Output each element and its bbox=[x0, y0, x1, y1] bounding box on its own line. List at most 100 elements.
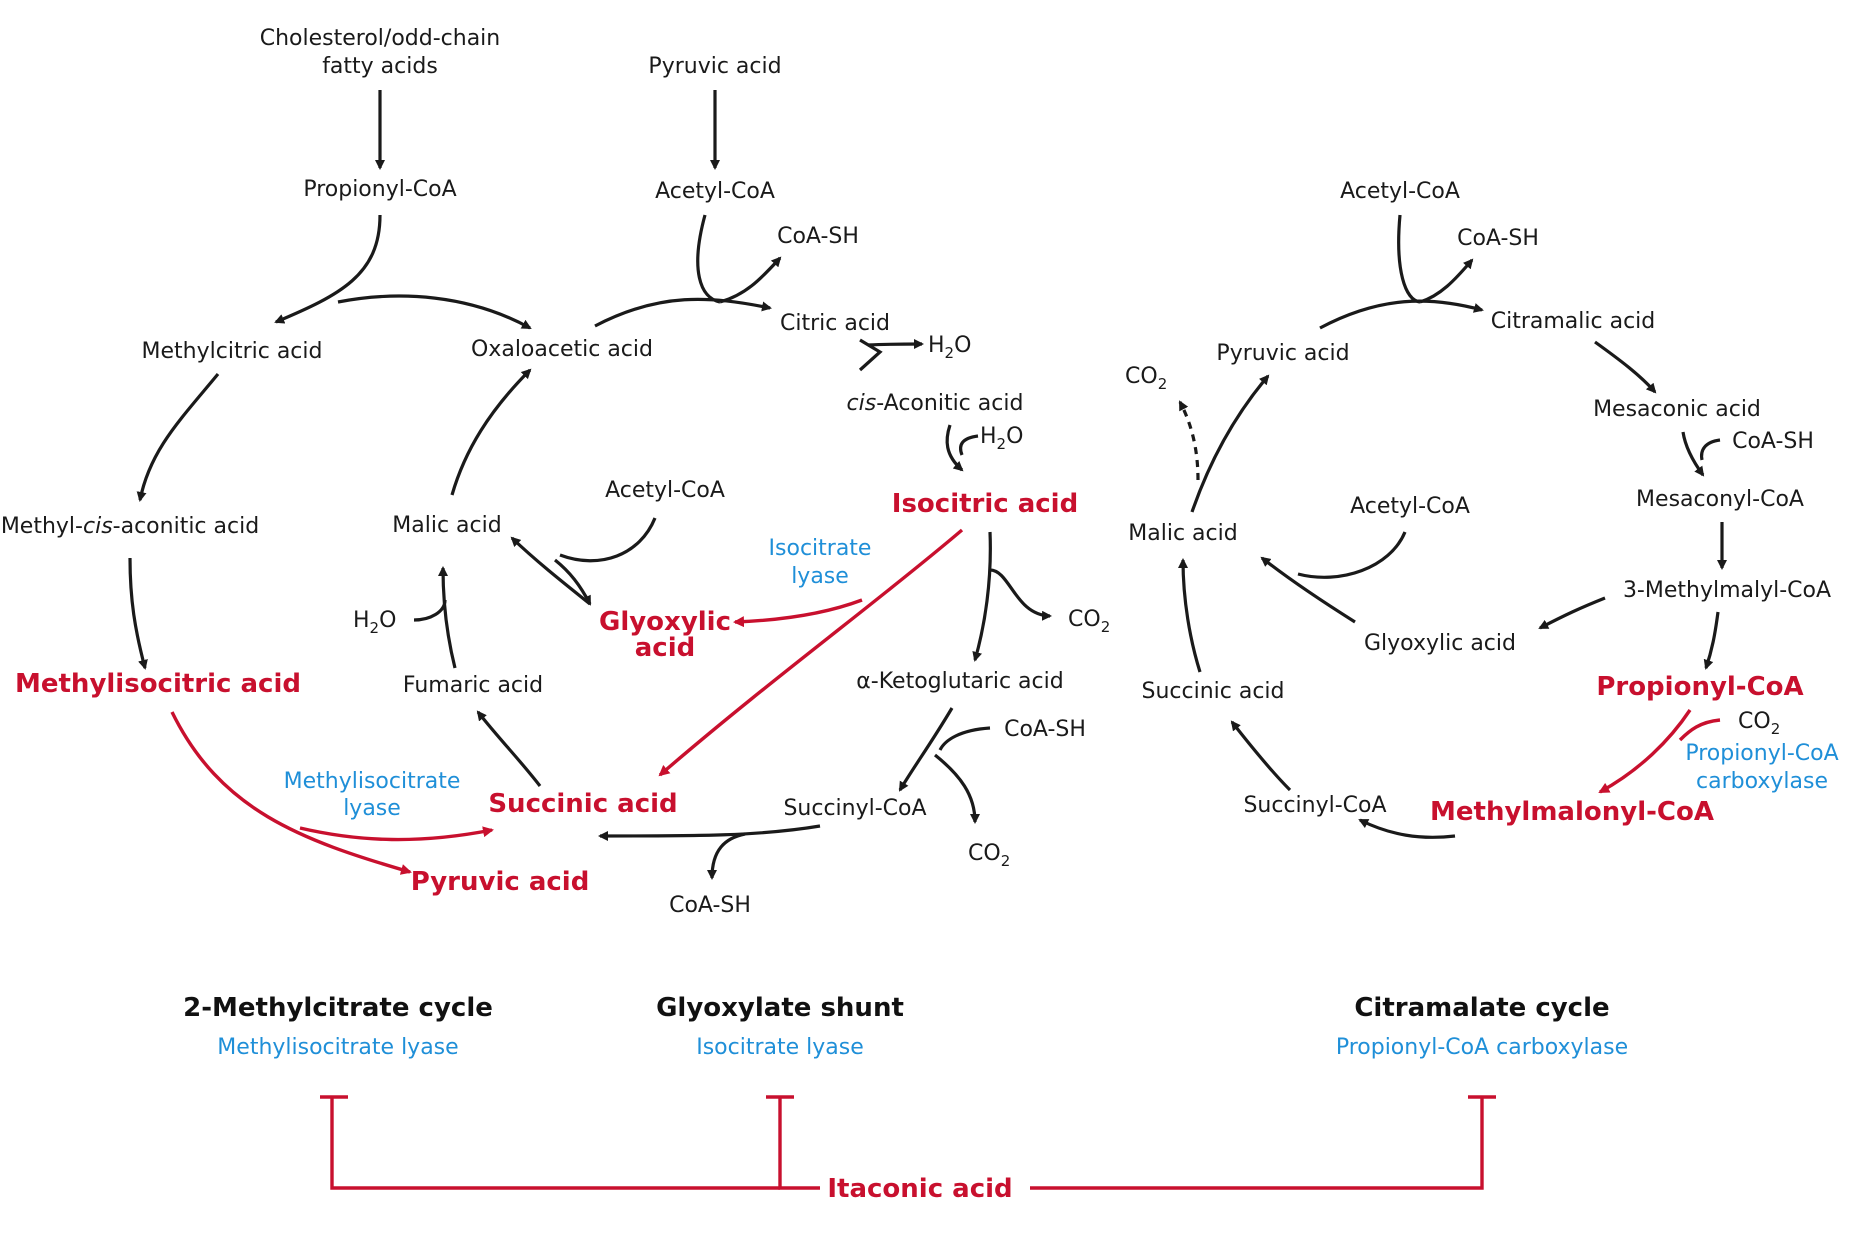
co2-1-label: CO2 bbox=[1068, 607, 1110, 636]
arrow-methylmalyl-to-glyoxylic bbox=[1538, 596, 1606, 630]
pyruvic-acid-product-label: Pyruvic acid bbox=[411, 867, 590, 897]
isocitrate-lyase-label-2: lyase bbox=[791, 564, 849, 589]
glyoxylic-acid-citramalate-label: Glyoxylic acid bbox=[1364, 631, 1516, 656]
pyruvic-acid-top-label: Pyruvic acid bbox=[648, 54, 781, 79]
acetyl-coa-shunt-label: Acetyl-CoA bbox=[605, 478, 725, 503]
cycle1-title: 2-Methylcitrate cycle bbox=[183, 993, 493, 1023]
methyl-cis-aconitic-label: Methyl-cis-aconitic acid bbox=[1, 514, 259, 539]
arrow-isocitric-to-alpha-ketoglutaric bbox=[972, 531, 992, 662]
citramalate-coa-sh-top-label: CoA-SH bbox=[1457, 226, 1539, 251]
arrow-acetyl-shunt-into-malic bbox=[559, 517, 657, 563]
arrow-add-coa-sh-citramalate bbox=[1699, 438, 1721, 461]
coa-sh-mid-label: CoA-SH bbox=[1004, 717, 1086, 742]
arrow-methylmalonyl-to-succinyl bbox=[1358, 818, 1456, 839]
cis-aconitic-acid-label: cis-Aconitic acid bbox=[847, 391, 1024, 416]
propionyl-coa-carboxylase-label-1: Propionyl-CoA bbox=[1685, 741, 1838, 766]
mesaconic-acid-label: Mesaconic acid bbox=[1593, 397, 1761, 422]
arrow-glyoxylic-to-malic bbox=[510, 536, 591, 606]
citramalate-acetyl-coa-inner-label: Acetyl-CoA bbox=[1350, 494, 1470, 519]
h2o-3-label: H2O bbox=[353, 608, 396, 637]
glyoxylic-acid-label-1[interactable]: Glyoxylic bbox=[599, 607, 731, 637]
arrow-release-co2-2 bbox=[934, 753, 980, 824]
arrow-mesaconic-to-mesaconyl bbox=[1681, 431, 1705, 477]
propionyl-coa-carboxylase-label-2: carboxylase bbox=[1696, 769, 1828, 794]
mesaconyl-coa-label: Mesaconyl-CoA bbox=[1636, 487, 1804, 512]
methylisocitric-acid-label[interactable]: Methylisocitric acid bbox=[15, 669, 301, 699]
arrow-citramalate-acetyl-into-citramalic bbox=[1397, 214, 1421, 304]
cycle3-enzyme: Propionyl-CoA carboxylase bbox=[1336, 1035, 1628, 1060]
succinyl-coa-label: Succinyl-CoA bbox=[783, 796, 926, 821]
citramalate-co2-label: CO2 bbox=[1738, 709, 1780, 738]
arrow-release-coa-sh-bottom bbox=[707, 832, 746, 880]
glyoxylic-acid-label-2[interactable]: acid bbox=[635, 633, 695, 663]
arrow-add-coa-sh bbox=[938, 726, 991, 751]
fatty-acids-label: fatty acids bbox=[322, 54, 438, 79]
arrow-acetyl-inner-into-malic bbox=[1297, 531, 1407, 579]
arrow-propionyl-to-methylcitric bbox=[274, 214, 382, 324]
arrow-malic-to-co2-dashed bbox=[1178, 400, 1200, 481]
cholesterol-label: Cholesterol/odd-chain bbox=[260, 26, 501, 51]
arrow-fumaric-to-malic bbox=[438, 566, 457, 669]
itaconic-acid-label[interactable]: Itaconic acid bbox=[827, 1174, 1012, 1204]
arrow-methylmalyl-to-propionyl bbox=[1703, 611, 1720, 670]
acetyl-coa-label: Acetyl-CoA bbox=[655, 179, 775, 204]
legend: 2-Methylcitrate cycle Methylisocitrate l… bbox=[183, 993, 1628, 1204]
arrow-acetyl-into-citric bbox=[696, 214, 721, 304]
coa-sh-bottom-label: CoA-SH bbox=[669, 893, 751, 918]
tca-cycle: Pyruvic acid Acetyl-CoA CoA-SH Oxaloacet… bbox=[353, 54, 1110, 918]
arrow-methylisocitric-to-pyruvic bbox=[170, 711, 412, 875]
citramalate-pyruvic-acid-label: Pyruvic acid bbox=[1216, 341, 1349, 366]
inhibition-bar-cycle2 bbox=[766, 1095, 820, 1190]
citramalate-coa-sh-mid-label: CoA-SH bbox=[1732, 429, 1814, 454]
arrow-release-coa-sh bbox=[719, 256, 782, 304]
arrow-alpha-ketoglutaric-to-succinyl bbox=[898, 707, 954, 792]
arrow-glyoxylic-to-malic-citramalate bbox=[1260, 556, 1356, 624]
arrow-add-co2-citramalate bbox=[1678, 718, 1721, 742]
cycle2-enzyme: Isocitrate lyase bbox=[696, 1035, 864, 1060]
h2o-2-label: H2O bbox=[980, 424, 1023, 453]
isocitrate-lyase-label-1: Isocitrate bbox=[769, 536, 872, 561]
arrow-isocitric-to-succinic bbox=[658, 528, 964, 777]
arrow-citramalate-release-coa-sh bbox=[1419, 258, 1474, 304]
co2-2-label: CO2 bbox=[968, 841, 1010, 870]
citramalate-acetyl-coa-label: Acetyl-CoA bbox=[1340, 179, 1460, 204]
arrow-methylisocitric-to-succinic bbox=[299, 826, 494, 842]
arrow-succinic-to-fumaric bbox=[476, 710, 542, 787]
arrow-pyruvic-to-citramalic bbox=[1319, 299, 1484, 330]
arrow-oxaloacetic-to-methylcitric bbox=[337, 294, 532, 330]
inhibition-bar-cycle3 bbox=[1030, 1095, 1496, 1190]
methylmalonyl-coa-label[interactable]: Methylmalonyl-CoA bbox=[1430, 797, 1714, 827]
arrow-citramalic-to-mesaconic bbox=[1594, 340, 1657, 394]
arrow-add-h2o-3 bbox=[413, 599, 447, 622]
cycle3-title: Citramalate cycle bbox=[1354, 993, 1609, 1023]
citramalate-succinyl-coa-label: Succinyl-CoA bbox=[1243, 793, 1386, 818]
citramalate-malic-acid-label: Malic acid bbox=[1128, 521, 1237, 546]
citramalate-propionyl-coa-label[interactable]: Propionyl-CoA bbox=[1596, 672, 1803, 702]
cycle2-title: Glyoxylate shunt bbox=[656, 993, 904, 1023]
arrow-aconitic-to-isocitric bbox=[945, 424, 964, 472]
citramalate-cycle: Acetyl-CoA CoA-SH Citramalic acid Mesaco… bbox=[1125, 179, 1839, 839]
arrow-oxaloacetic-to-citric bbox=[594, 297, 772, 328]
arrow-malic-to-oxaloacetic bbox=[450, 368, 532, 496]
arrow-release-h2o-1 bbox=[867, 339, 924, 350]
citric-acid-label: Citric acid bbox=[780, 311, 890, 336]
methylisocitrate-lyase-label-1: Methylisocitrate bbox=[284, 769, 461, 794]
inhibition-bar-cycle1 bbox=[320, 1095, 780, 1190]
arrow-methylcitric-to-aconitic bbox=[136, 372, 220, 502]
arrow-succinyl-to-succinic-citramalate bbox=[1230, 720, 1292, 792]
cycle1-enzyme: Methylisocitrate lyase bbox=[217, 1035, 458, 1060]
arrow-propionyl-to-methylmalonyl bbox=[1598, 709, 1692, 794]
arrow-citric-to-aconitic bbox=[858, 338, 883, 372]
propionyl-coa-label: Propionyl-CoA bbox=[303, 177, 456, 202]
succinic-acid-label[interactable]: Succinic acid bbox=[488, 789, 677, 819]
isocitric-acid-label[interactable]: Isocitric acid bbox=[892, 489, 1078, 519]
methylcitric-acid-label: Methylcitric acid bbox=[142, 339, 323, 364]
oxaloacetic-acid-label: Oxaloacetic acid bbox=[471, 337, 653, 362]
methylcitrate-cycle: Cholesterol/odd-chain fatty acids Propio… bbox=[1, 26, 589, 897]
alpha-ketoglutaric-acid-label: α-Ketoglutaric acid bbox=[856, 669, 1063, 694]
methylisocitrate-lyase-label-2: lyase bbox=[343, 796, 401, 821]
arrow-malic-to-glyoxylic bbox=[554, 558, 592, 606]
arrow-succinic-to-malic-citramalate bbox=[1178, 558, 1202, 673]
h2o-1-label: H2O bbox=[928, 333, 971, 362]
